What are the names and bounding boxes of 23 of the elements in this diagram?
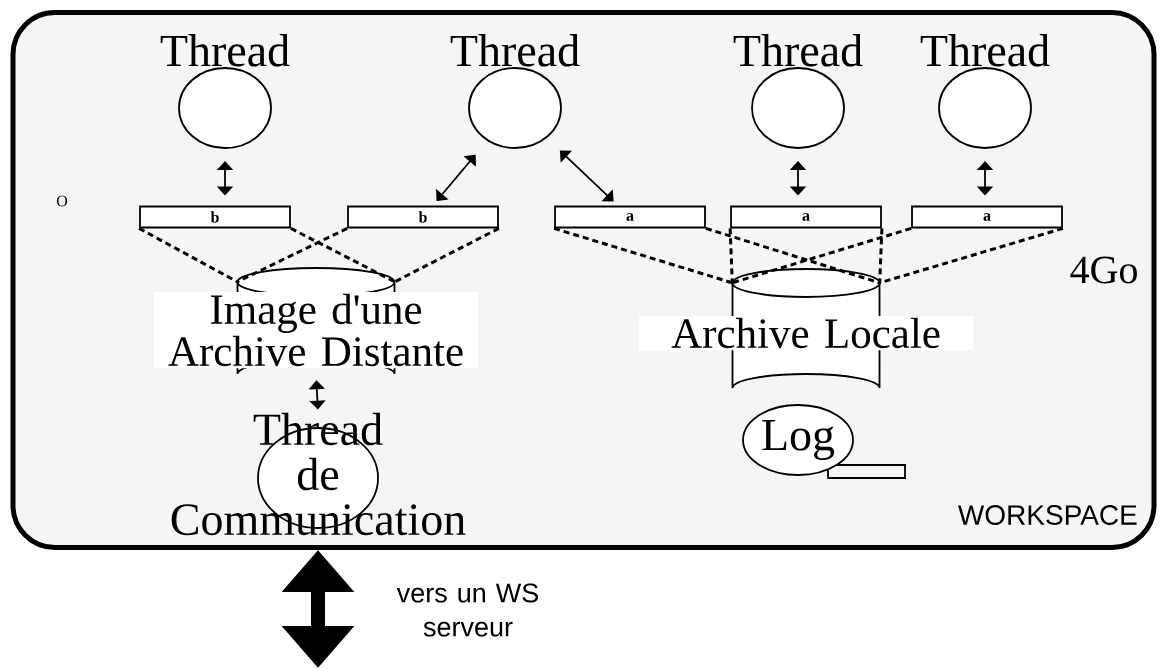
thread-label: Thread xyxy=(920,34,1050,67)
log-drawing: Log xyxy=(742,404,906,479)
connector-line xyxy=(137,226,397,284)
thread-label: Thread xyxy=(733,34,863,67)
connector-line xyxy=(728,226,884,285)
connector-line xyxy=(730,226,1065,285)
double-arrow xyxy=(559,150,614,202)
thread-label: Thread xyxy=(450,34,580,67)
thread-label: Thread xyxy=(160,34,290,67)
segment-box: a xyxy=(554,205,706,229)
axis-label: 4Go xyxy=(1070,256,1137,284)
segment-box: a xyxy=(911,205,1063,229)
segment-box: b xyxy=(139,205,291,229)
archive-cylinder: Archive Locale xyxy=(639,268,973,389)
axis-label: O xyxy=(56,195,68,207)
workspace-label: WORKSPACE xyxy=(958,505,1137,525)
segment-box: b xyxy=(347,205,499,229)
archive-cylinder: Image d'une Archive Distante xyxy=(154,267,478,375)
edge-label: vers un WS serveur xyxy=(396,583,538,637)
double-arrow xyxy=(308,380,326,410)
connector-line xyxy=(235,226,501,284)
connector-line xyxy=(552,226,882,285)
segment-box: a xyxy=(730,205,882,229)
